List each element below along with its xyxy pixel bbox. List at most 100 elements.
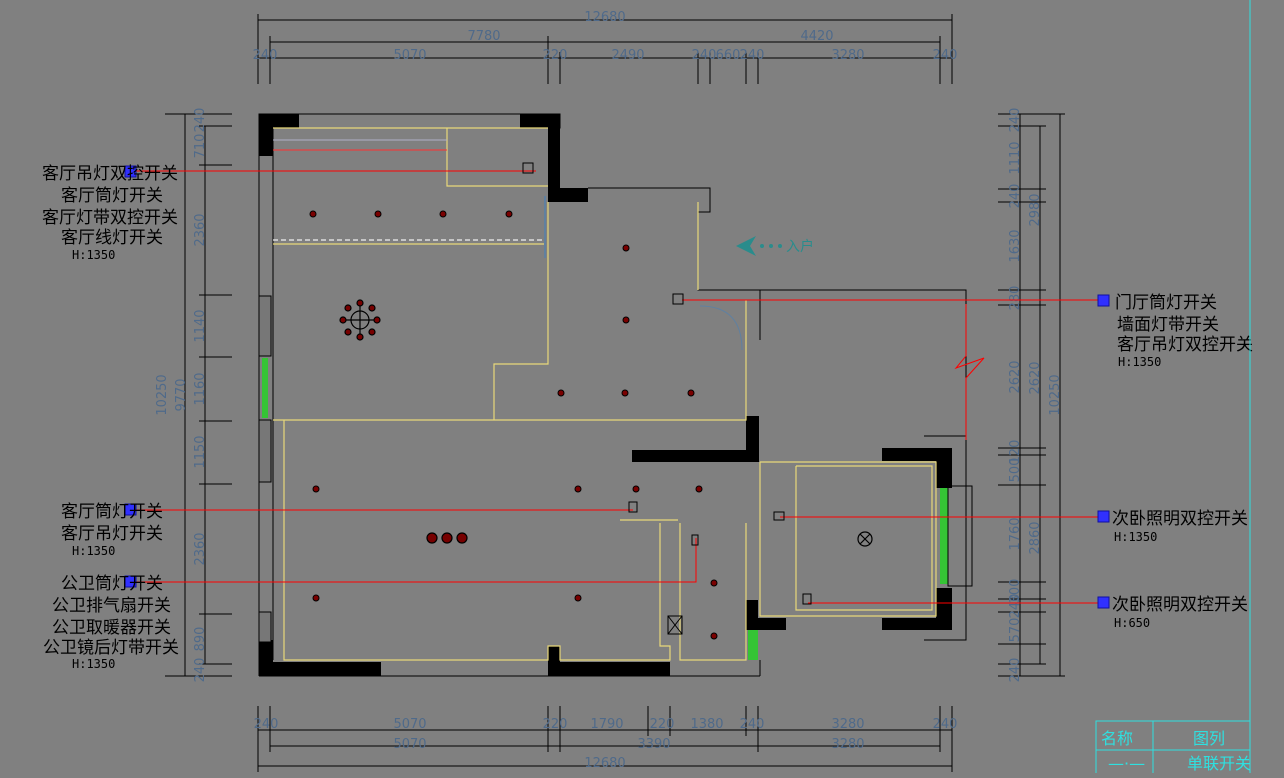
annotation-line: 公卫排气扇开关 [52, 596, 171, 616]
annotation-line: 客厅吊灯双控开关 [1117, 335, 1253, 355]
switch-symbol-icon [773, 511, 785, 521]
dim-right-segment: 240 [1008, 184, 1023, 209]
leader-lines [130, 170, 1098, 604]
dim-bottom-total: 12680 [584, 756, 625, 771]
downlight-icon [632, 485, 640, 493]
dim-right-segment: 240 [1008, 108, 1023, 133]
dim-right-segment: 300 [1008, 579, 1023, 604]
switch-marker [124, 503, 137, 516]
dim-right-segment: 240 [1008, 594, 1023, 619]
dim-bottom-row1: 240 [933, 717, 958, 732]
downlight-icon [374, 210, 382, 218]
dim-left-segment: 1150 [193, 435, 208, 468]
downlight-icon [505, 210, 513, 218]
downlights [309, 210, 718, 640]
legend-row-name: 单联开关 [1187, 754, 1251, 773]
annotation-height: H:1350 [72, 657, 115, 671]
dim-bottom-row1: 220 [543, 717, 568, 732]
dim-left-segment: 240 [193, 658, 208, 683]
dim-right-segment: 500 [1008, 458, 1023, 483]
downlight-icon [710, 579, 718, 587]
dim-right-mid: 2980 [1028, 193, 1043, 226]
wall-outlines [258, 113, 967, 677]
annotation-height: H:1350 [1114, 530, 1157, 544]
dim-top-row3: 240 [692, 48, 717, 63]
switch-marker [1097, 596, 1110, 609]
entry-arrow-icon [736, 236, 782, 256]
dim-left-segment: 890 [193, 627, 208, 652]
downlight-icon [312, 594, 320, 602]
dim-right-segment: 1110 [1008, 141, 1023, 174]
dim-left-segment: 1140 [193, 309, 208, 342]
annotation-line: 次卧照明双控开关 [1112, 595, 1248, 615]
dim-bottom-row1: 1790 [590, 717, 623, 732]
dim-left-segment: 2360 [193, 213, 208, 246]
annotation-line: 公卫镜后灯带开关 [43, 638, 179, 658]
legend-header-name: 名称 [1101, 729, 1133, 748]
dim-top-row3: 240 [253, 48, 278, 63]
pendant-lights-icon [426, 532, 468, 544]
downlight-icon [687, 389, 695, 397]
walls [259, 114, 952, 676]
annotation-line: 客厅筒灯开关 [61, 186, 163, 206]
dim-right-segment: 120 [1008, 440, 1023, 465]
entry-label: 入户 [786, 238, 814, 255]
dim-left-segment: 1160 [193, 372, 208, 405]
dim-top-row2: 4420 [800, 29, 833, 44]
switch-marker [1097, 294, 1110, 307]
annotation-bedroom-1: 次卧照明双控开关 H:1350 [1112, 509, 1248, 544]
switch-symbol-icon [522, 162, 534, 174]
dim-right-segment: 1760 [1008, 517, 1023, 550]
dim-right-segment: 240 [1008, 658, 1023, 683]
dim-left-mid: 9770 [174, 378, 189, 411]
legend-header-symbol: 图列 [1193, 729, 1225, 748]
dim-right-segment: 570 [1008, 618, 1023, 643]
annotation-line: 客厅筒灯开关 [61, 502, 163, 522]
annotation-height: H:1350 [1118, 355, 1161, 369]
dim-top-row3: 220 [543, 48, 568, 63]
dim-bottom-row1: 5070 [393, 717, 426, 732]
downlight-icon [621, 389, 629, 397]
switch-symbol-icon [672, 293, 684, 305]
switch-symbol-icon [628, 501, 638, 513]
downlight-icon [622, 244, 630, 252]
downlight-icon [312, 485, 320, 493]
dim-bottom-row2: 3280 [831, 737, 864, 752]
dim-bottom-row1: 240 [254, 717, 279, 732]
legend-row-symbol: —·— [1108, 754, 1145, 773]
dim-left-segment: 240 [193, 108, 208, 133]
annotation-line: 客厅吊灯开关 [61, 524, 163, 544]
switch-markers [124, 165, 1110, 609]
annotation-height: H:1350 [72, 544, 115, 558]
downlight-icon [309, 210, 317, 218]
annotation-bath: 公卫筒灯开关 公卫排气扇开关 公卫取暖器开关 公卫镜后灯带开关 H:1350 [43, 574, 179, 671]
chandelier-icon [339, 299, 381, 341]
dim-top-row3: 3280 [831, 48, 864, 63]
downlight-icon [439, 210, 447, 218]
dim-right-segment: 1630 [1008, 229, 1023, 262]
dim-left-segment: 710 [193, 134, 208, 159]
dim-bottom-row2: 3390 [637, 737, 670, 752]
switch-symbol-icon [691, 534, 699, 546]
windows [258, 295, 973, 660]
annotation-line: 客厅线灯开关 [61, 228, 163, 248]
annotation-height: H:1350 [72, 248, 115, 262]
downlight-icon [695, 485, 703, 493]
dim-top-row2: 7780 [467, 29, 500, 44]
ceiling-light-icon [857, 531, 873, 547]
dim-right-mid: 2620 [1028, 361, 1043, 394]
legend-table [1095, 0, 1251, 778]
dim-right-segment: 280 [1008, 286, 1023, 311]
dim-top-row3: 240 [740, 48, 765, 63]
annotation-line: 客厅吊灯双控开关 [42, 164, 178, 184]
annotation-height: H:650 [1114, 616, 1150, 630]
dim-bottom-row1: 240 [740, 717, 765, 732]
annotation-line: 客厅灯带双控开关 [42, 208, 178, 228]
downlight-icon [574, 594, 582, 602]
switch-marker [124, 575, 137, 588]
switch-symbol-icon [802, 593, 812, 605]
dim-bottom-row1: 3280 [831, 717, 864, 732]
switch-symbols [522, 162, 812, 605]
downlight-icon [557, 389, 565, 397]
